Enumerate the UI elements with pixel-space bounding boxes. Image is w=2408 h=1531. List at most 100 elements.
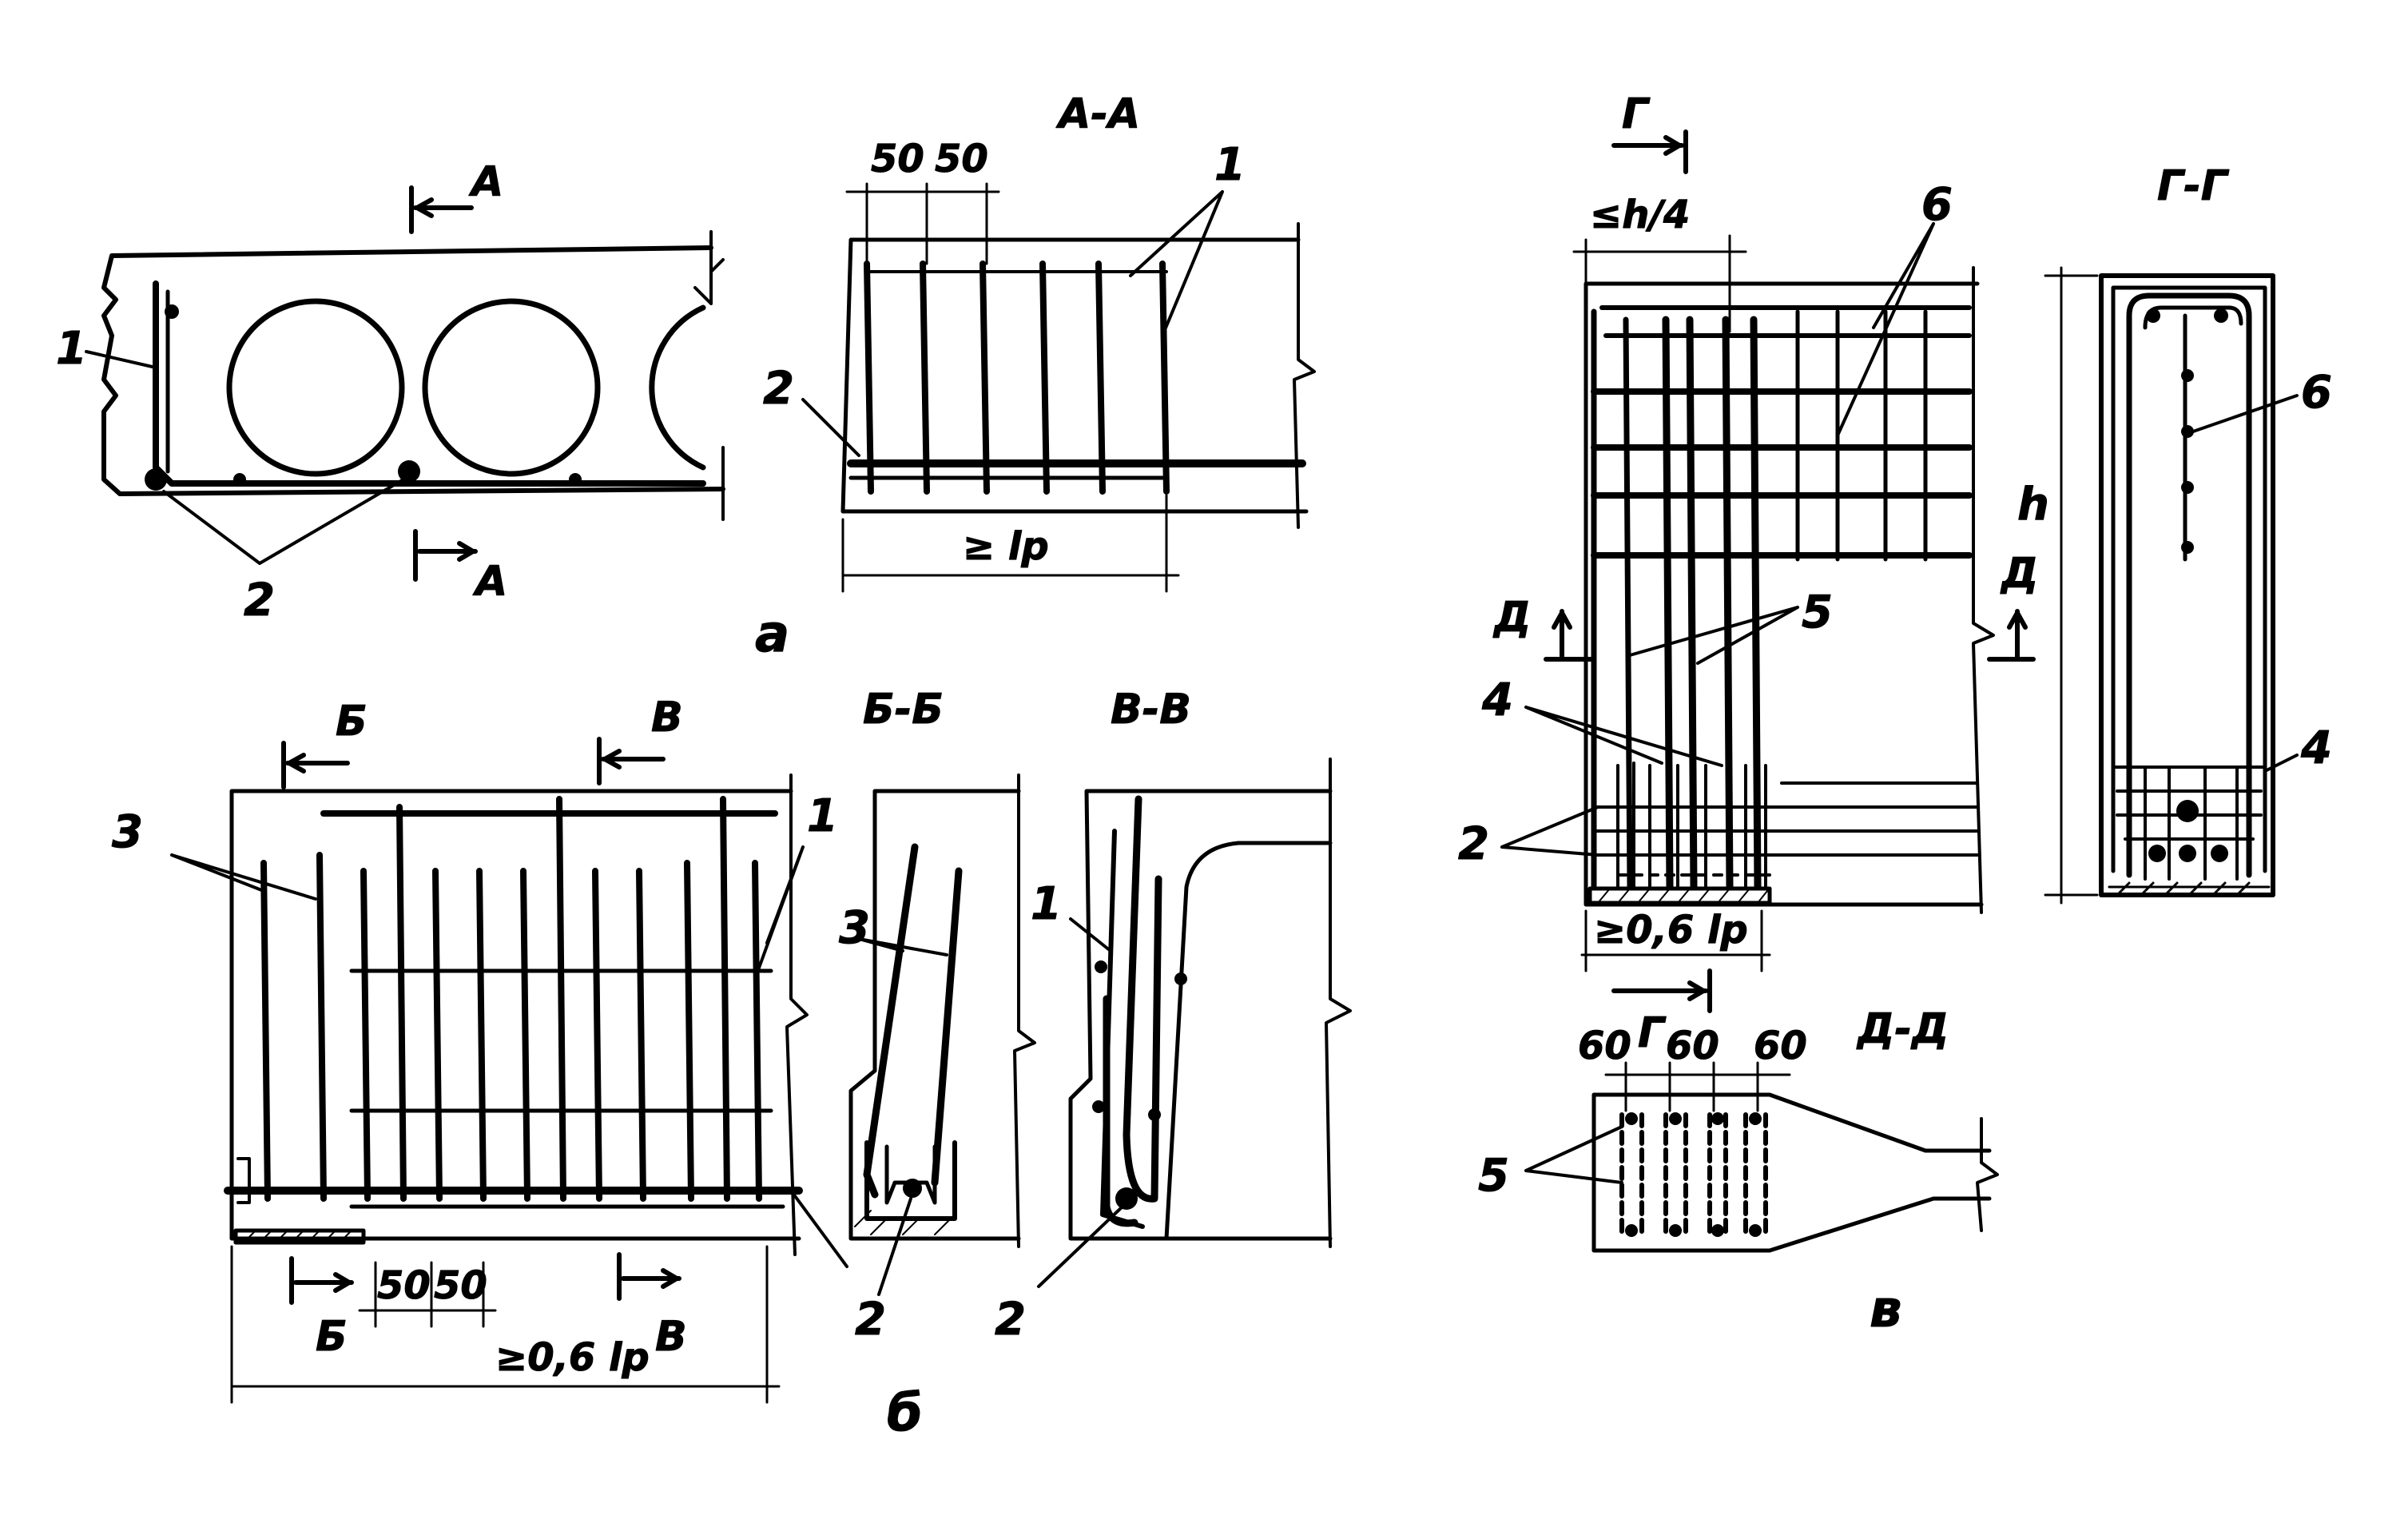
callout-1-leaders [1129, 190, 1224, 337]
dim-50-b-right: 50 [434, 1263, 487, 1308]
bar-2-dot [398, 460, 420, 483]
section-bb [848, 773, 1036, 1296]
dim-50-left: 50 [871, 137, 924, 181]
bar-dot-vv [1174, 972, 1187, 985]
figure-label-a: а [755, 605, 789, 664]
section-aa-outline [840, 237, 1309, 514]
bar-dot [165, 304, 179, 319]
section-vv [1037, 758, 1352, 1288]
bar-4-grid-gg [2112, 766, 2267, 881]
bar-5 [1686, 316, 1698, 891]
bar-dot-vv [1095, 960, 1107, 973]
callout-1-aa: 1 [1214, 139, 1246, 191]
bar-2-dot [145, 468, 167, 491]
section-gg [2044, 266, 2299, 905]
figure-label-v: в [1870, 1280, 1902, 1339]
callout-2-aa: 2 [763, 363, 794, 415]
bar-1-vv [1123, 795, 1162, 1203]
section-dd [1524, 968, 1999, 1253]
callout-5-dd: 5 [1478, 1150, 1509, 1202]
dim-50-b-left: 50 [377, 1263, 431, 1308]
section-b-mark-bottom [289, 1256, 354, 1305]
bar-5-pair [1619, 1112, 1644, 1237]
dim-60-1: 60 [1578, 1024, 1631, 1068]
u-stirrup-bb [864, 1140, 957, 1221]
bar-6-dot [2181, 481, 2194, 494]
beam-b-outline [229, 789, 801, 1241]
callout-1-leader [85, 350, 157, 369]
bar-dot-dd [1669, 1112, 1682, 1125]
callout-2-leader [801, 398, 860, 457]
section-vv-outline [1068, 789, 1333, 1241]
hatch-gg [2108, 881, 2271, 897]
stirrup [979, 260, 990, 495]
callout-6-leaders [1836, 222, 1935, 437]
section-dd-break [1976, 1117, 1999, 1232]
dim-anchorage-b: ≥0,6 lp [495, 1335, 650, 1380]
bar-dot-dd [1669, 1224, 1682, 1237]
bar-3-bb [931, 867, 963, 1187]
dim-anchorage-v: ≥0,6 lp [1594, 908, 1748, 952]
stirrup [920, 260, 930, 495]
callout-4-leader-gg [2263, 754, 2299, 773]
stirrup [432, 868, 443, 1202]
bar-vv-outer [1100, 829, 1145, 1229]
bar-5 [1722, 316, 1734, 891]
section-gg-outline [2099, 273, 2275, 897]
stirrup [684, 860, 694, 1202]
bar-5 [1662, 316, 1674, 891]
section-mark-d-left: Д [1492, 594, 1531, 642]
stirrup [1159, 260, 1170, 495]
section-mark-b-bottom: Б [316, 1313, 348, 1361]
dim-60-3: 60 [1754, 1024, 1807, 1068]
section-v-mark-bottom [617, 1252, 681, 1301]
dim-line-50-b [358, 1261, 497, 1328]
callout-3-leaders [170, 853, 317, 901]
callout-2-leader-vv [1037, 1205, 1124, 1288]
stirrup [1095, 260, 1106, 495]
dim-line-50 [845, 182, 1000, 265]
bar-dot-dd [1711, 1112, 1724, 1125]
stirrup [864, 260, 874, 495]
callout-2-vv: 2 [995, 1294, 1026, 1346]
bar-5-pair [1707, 1112, 1728, 1237]
bar-3-stirrup [316, 852, 327, 1202]
callout-6-leader-gg [2191, 394, 2299, 433]
callout-2-leader-bb [877, 1197, 912, 1296]
section-aa-break [1293, 222, 1316, 529]
bar-6-dot [2181, 425, 2194, 438]
callout-5-v: 5 [1802, 587, 1833, 638]
section-mark-b-top: Б [336, 698, 368, 746]
stirrup [592, 868, 602, 1202]
callout-5-leaders-dd [1524, 1125, 1623, 1184]
section-mark-a-top: А [468, 158, 503, 206]
bar-dot-dd [1749, 1112, 1762, 1125]
stirrup [556, 796, 566, 1202]
slab-a-break-top [693, 230, 725, 305]
dim-quarter-h: ≤h/4 [1590, 193, 1690, 237]
dim-line-06lp-b [230, 1245, 781, 1404]
callout-1: 1 [56, 323, 87, 375]
callout-5-leaders [1628, 606, 1799, 665]
bar-2-grid [1592, 781, 1979, 857]
hollow-core-partial [649, 304, 706, 471]
bar-dot-dd [1625, 1224, 1638, 1237]
section-title-aa: А-А [1055, 90, 1140, 138]
section-title-gg: Г-Г [2157, 162, 2230, 210]
dim-line-h4 [1572, 234, 1747, 333]
section-vv-break [1325, 758, 1352, 1248]
dim-line-lp [841, 494, 1180, 593]
section-aa [801, 182, 1316, 593]
section-d-mark-left [1544, 609, 1596, 662]
callout-3-bb: 3 [839, 902, 870, 954]
bar-2-dot-gg [2179, 845, 2196, 862]
callout-3: 3 [112, 806, 143, 858]
bar-4-grid [1616, 762, 1767, 889]
bar-5 [1750, 316, 1762, 891]
bar-2-dot-gg [2211, 845, 2228, 862]
bar-dot-top [2214, 308, 2228, 323]
dim-line-h [2044, 266, 2099, 905]
vertical-stirrup [1623, 316, 1633, 890]
